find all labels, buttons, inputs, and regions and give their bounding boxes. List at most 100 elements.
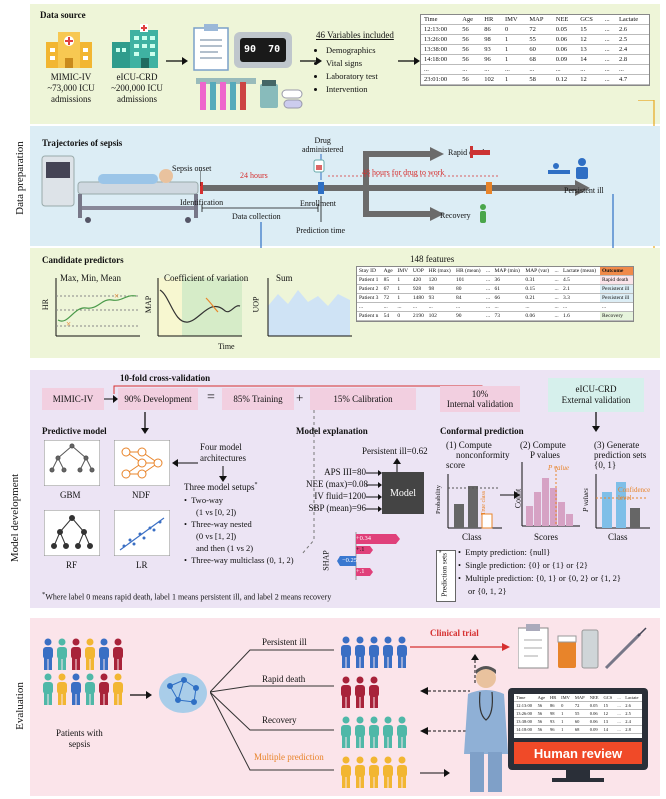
variable-item: Demographics — [326, 44, 378, 57]
review-monitor: Time Age HR IMV MAP NEE GCS ... Lactate … — [508, 688, 648, 784]
table-cell: ... — [484, 311, 493, 321]
set-multiple: Multiple prediction: {0, 1} or {0, 2} or… — [465, 573, 621, 583]
table-cell: ... — [601, 24, 616, 35]
table-header: Time — [421, 15, 460, 25]
table-cell: 4.5 — [560, 275, 600, 285]
setups-title: Three model setups* — [184, 482, 258, 492]
shap-label: SHAP — [321, 550, 331, 571]
set-item: or {0, 1, 2} — [458, 585, 621, 598]
table-cell: 420 — [410, 275, 427, 285]
step3-1: (3) Generate — [594, 440, 640, 450]
icu-bed-icon — [41, 155, 199, 223]
setup-0-a: Two-way — [191, 495, 224, 505]
table-cell: 2190 — [410, 311, 427, 321]
medicine-icon — [260, 80, 303, 109]
setup-item: • Three-way multiclass (0, 1, 2) — [184, 555, 294, 565]
confidence-1: Confidence — [618, 486, 651, 494]
table-cell: ... — [601, 44, 616, 55]
table-cell: ... — [523, 302, 553, 312]
table-header: Stay ID — [357, 267, 382, 276]
setup-1-c: and then (1 vs 2) — [196, 543, 254, 553]
table-cell: 56 — [535, 725, 549, 734]
lr-label: LR — [136, 560, 148, 570]
table-header: GCS — [601, 694, 616, 702]
table-cell: 101 — [454, 275, 485, 285]
pvalue-label: P value — [548, 464, 570, 472]
table-header: Lactate — [623, 694, 642, 702]
person-icon — [397, 756, 407, 788]
step3-3: {0, 1} — [594, 460, 617, 470]
table-cell: Patient 3 — [357, 293, 382, 303]
table-cell: 928 — [410, 284, 427, 294]
person-icon — [369, 716, 379, 748]
table-cell: 0.05 — [552, 24, 578, 35]
table-cell: 56 — [459, 74, 482, 85]
table-cell: 68 — [572, 725, 588, 734]
mimic-desc1: ~73,000 ICU — [47, 83, 95, 93]
table-cell: 13:26:00 — [514, 709, 536, 718]
setup-item: • Two-way — [184, 495, 224, 505]
eicu-label: eICU-CRD ~200,000 ICU admissions — [100, 72, 174, 105]
variable-item: Vital signs — [326, 57, 378, 70]
prob-axis-label: Probability — [434, 485, 442, 514]
person-icon — [57, 638, 67, 670]
table-cell: 1 — [559, 709, 573, 718]
setup-item: and then (1 vs 2) — [184, 542, 294, 554]
table-cell: 0.05 — [587, 701, 602, 710]
arrow-down-icon — [141, 412, 149, 434]
table-cell: ... — [615, 725, 624, 734]
table-cell: 98 — [481, 34, 502, 45]
features-count: 148 features — [410, 254, 455, 264]
monitor-stand — [566, 770, 590, 778]
table-cell: 1.6 — [560, 311, 600, 321]
table-header: Age — [459, 15, 482, 25]
table-cell: ... — [615, 701, 624, 710]
table-cell: 102 — [426, 311, 455, 321]
table-cell: 72 — [381, 293, 396, 303]
table-header: Time — [514, 694, 536, 702]
model-box: Model — [382, 472, 424, 514]
shap-value: −0.25 — [342, 557, 358, 564]
eicu-name: eICU-CRD — [116, 72, 158, 82]
table-cell: 0 — [559, 701, 573, 710]
table-cell: 56 — [459, 54, 482, 65]
table-cell: 2.8 — [615, 54, 649, 65]
table-cell: ... — [615, 709, 624, 718]
table-cell: 58 — [526, 74, 553, 85]
cv-label: Coefficient of variation — [164, 273, 249, 283]
table-header: GCS — [577, 15, 602, 25]
patients-1: Patients with — [56, 728, 103, 738]
table-cell: ... — [484, 293, 493, 303]
table-cell: 12 — [601, 709, 616, 718]
arrow-right-icon — [398, 57, 420, 65]
drug-administered-label: Drug administered — [302, 136, 343, 154]
table-cell: 61 — [492, 284, 524, 294]
arrow-down-icon — [592, 412, 600, 432]
hr-stats-label: Max, Min, Mean — [60, 273, 121, 283]
outcome-cell: Persistent ill — [599, 284, 633, 294]
section-label-evaluation: Evaluation — [14, 682, 26, 730]
connector-line — [500, 491, 520, 499]
table-cell: 2.4 — [615, 44, 649, 55]
human-review-banner: Human review — [514, 742, 642, 764]
step1-3: score — [446, 460, 465, 470]
table-cell: 56 — [459, 34, 482, 45]
table-cell: 0 — [395, 311, 411, 321]
arrow-right-icon — [166, 57, 188, 65]
person-icon — [397, 636, 407, 668]
brain-network-icon — [159, 673, 207, 713]
outcome-multiple-label: Multiple prediction — [254, 752, 324, 762]
person-icon — [383, 636, 393, 668]
table-header: NEE — [552, 15, 578, 25]
table-cell: 1 — [395, 293, 411, 303]
table-cell: 2.5 — [615, 34, 649, 45]
table-cell: 56 — [459, 44, 482, 55]
explanation-title: Model explanation — [296, 426, 368, 436]
table-cell: 0.06 — [523, 311, 553, 321]
table-cell: 23:01:00 — [421, 74, 460, 85]
